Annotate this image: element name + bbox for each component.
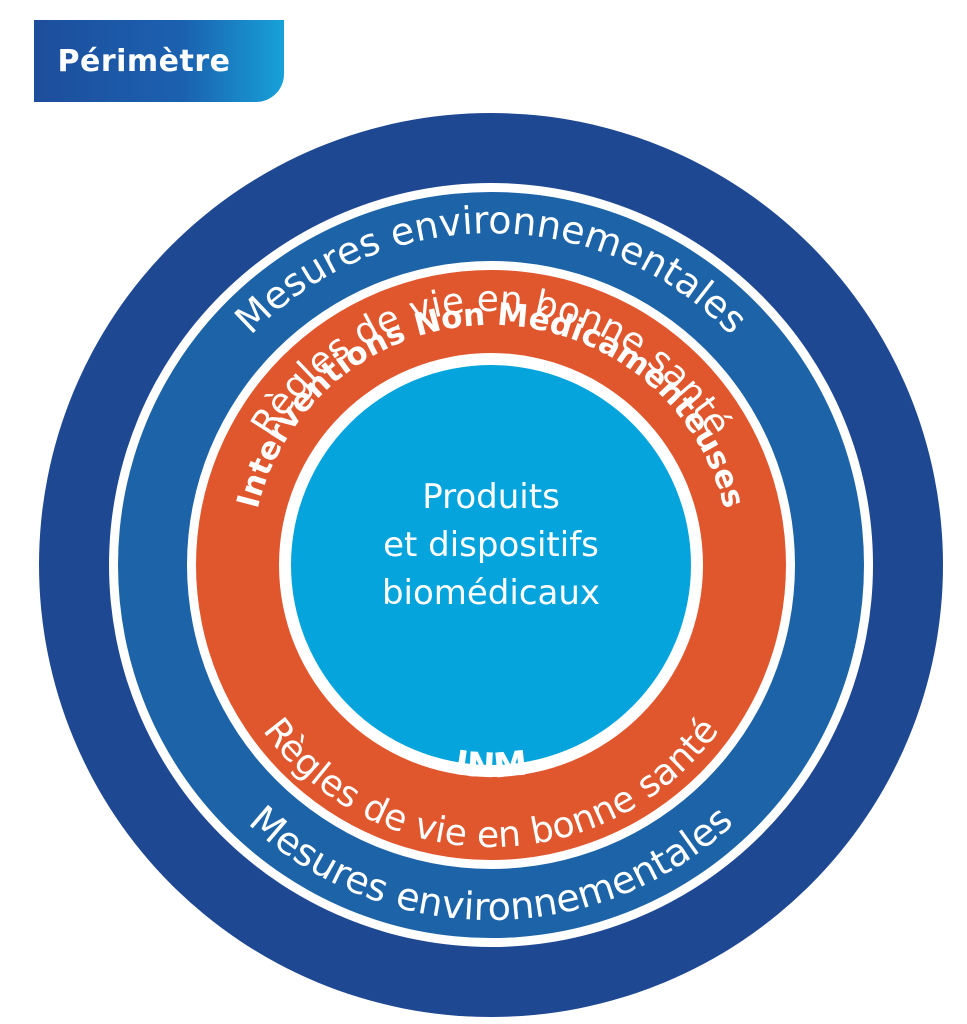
perimetre-tag: Périmètre	[34, 20, 284, 102]
perimetre-label: Périmètre	[57, 43, 231, 79]
center-line-1: Produits	[422, 477, 560, 517]
third-ring-bottom-label: INM	[452, 743, 529, 786]
center-circle	[291, 365, 691, 765]
center-line-3: biomédicaux	[382, 573, 600, 613]
center-line-2: et dispositifs	[383, 525, 599, 565]
